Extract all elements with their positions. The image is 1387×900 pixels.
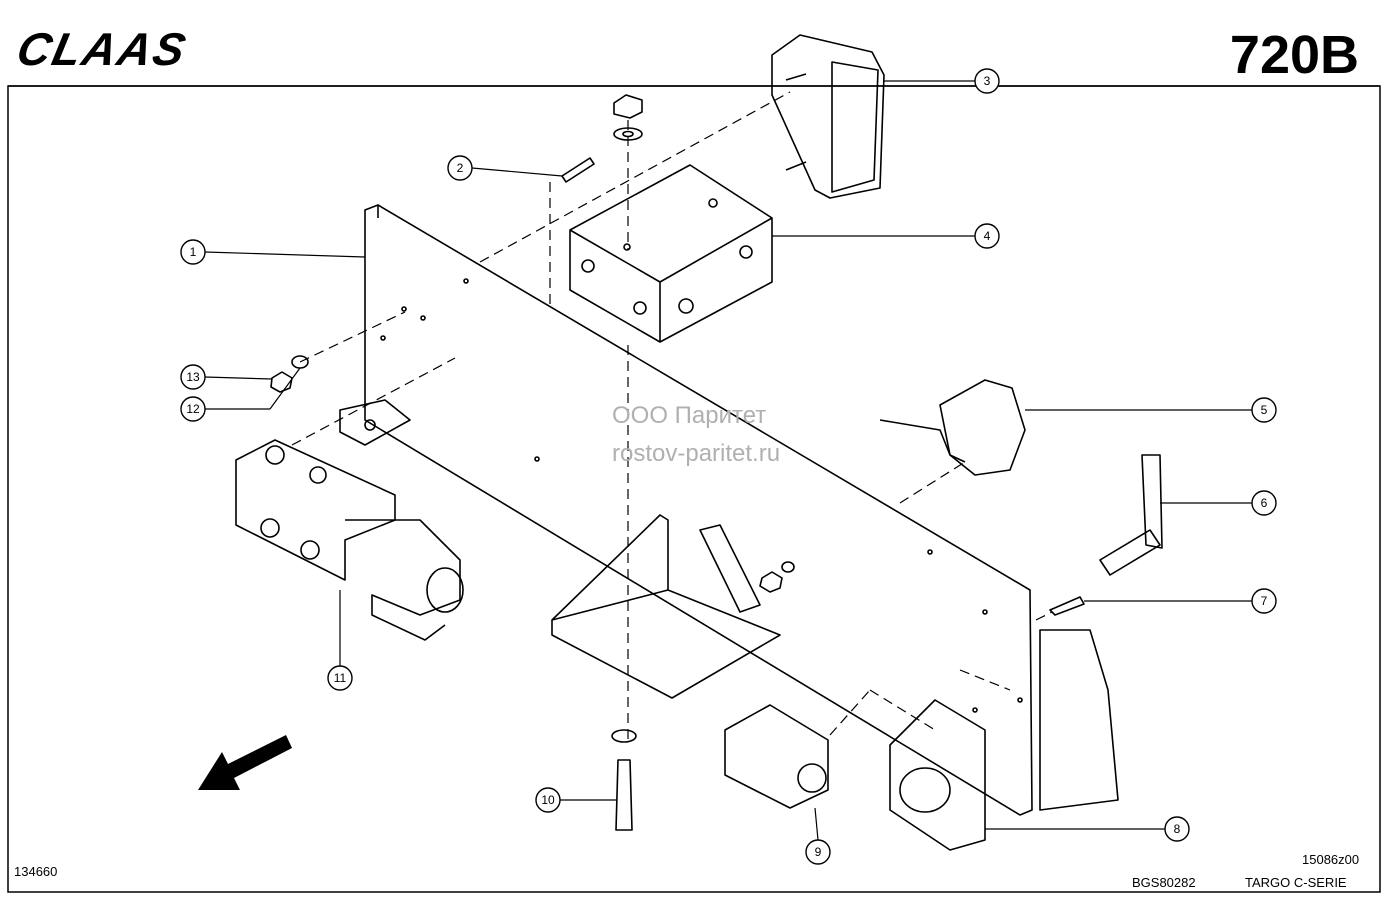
footer-series: TARGO C-SERIE [1245,875,1347,890]
callout-1: 1 [190,245,197,259]
mounting-plate [364,204,1033,816]
callout-3: 3 [984,74,991,88]
support-bracket [551,514,781,699]
callout-9: 9 [815,845,822,859]
cover [1039,629,1119,811]
footer-doc-code: BGS80282 [1132,875,1196,890]
footer-right-code: 15086z00 [1302,852,1360,867]
bolt-10 [615,759,633,831]
callout-11: 11 [334,671,347,685]
brand-logo: CLAAS [12,23,192,75]
callout-7: 7 [1261,594,1268,608]
callout-6: 6 [1261,496,1268,510]
callout-2: 2 [457,161,464,175]
model-code: 720B [1229,25,1359,85]
footer-left-code: 134660 [14,864,58,879]
screw-2 [561,157,595,183]
watermark-url: rostov-paritet.ru [612,440,781,467]
callout-4: 4 [984,229,991,243]
distribution-block [569,164,773,343]
callout-10: 10 [541,793,555,807]
callout-5: 5 [1261,403,1268,417]
connector-9 [724,704,829,809]
watermark-company: ООО Паритет [612,402,767,429]
work-lamp [771,34,885,199]
callout-13: 13 [186,370,200,384]
valve-assembly [235,439,396,581]
callout-8: 8 [1174,822,1181,836]
sensor-5 [939,379,1026,476]
reflector-8 [889,699,986,851]
callout-12: 12 [186,402,200,416]
lever-pin [1099,529,1161,576]
nut-top [613,94,643,119]
direction-arrow-icon [198,735,292,790]
callout-markers [180,68,1277,865]
